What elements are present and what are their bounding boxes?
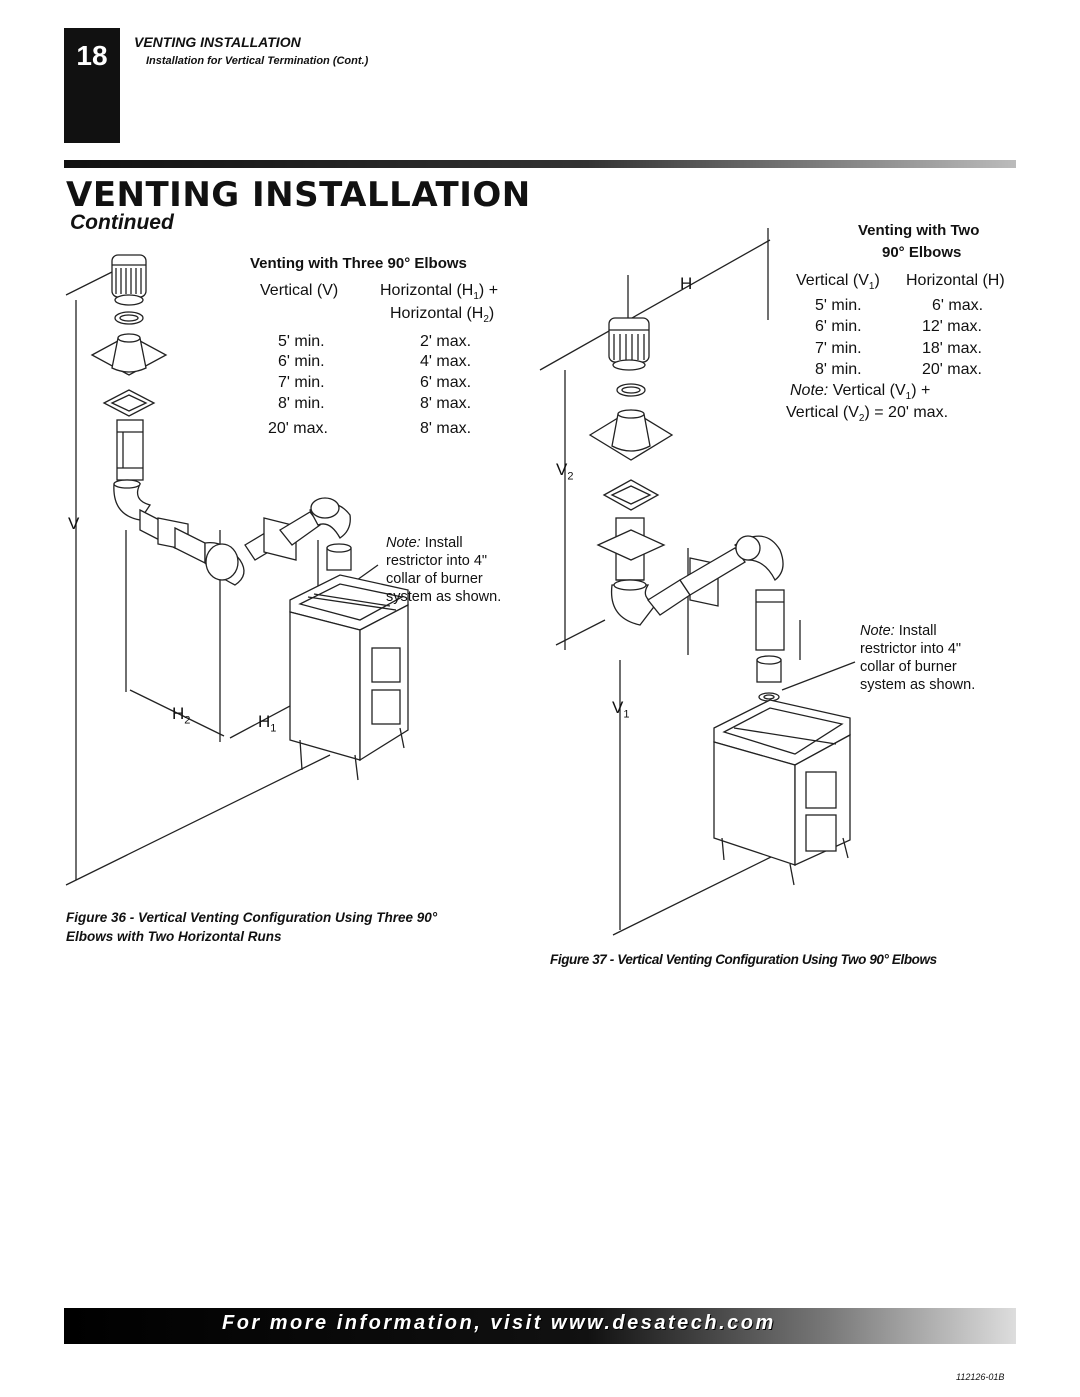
fig37-vertical-pipe: [596, 517, 666, 581]
header-rule: [64, 160, 1016, 168]
fig37-storm-collar: [616, 383, 646, 397]
fig37-elbow-2: [734, 535, 784, 581]
fig37-cell: 12' max.: [922, 318, 982, 335]
fig36-caption-line-2: Elbows with Two Horizontal Runs: [66, 929, 282, 944]
fig37-stove: [713, 699, 851, 886]
fig37-col-horizontal: Horizontal (H): [906, 272, 1005, 289]
fig36-firestop: [102, 389, 156, 417]
fig36-cell: 20' max.: [268, 420, 328, 437]
fig36-cell: 8' min.: [278, 395, 325, 412]
fig37-cell: 8' min.: [815, 361, 862, 378]
fig36-label-h1: H1: [258, 712, 277, 735]
fig36-col-vertical: Vertical (V): [260, 282, 339, 299]
page-title: VENTING INSTALLATION: [66, 175, 531, 215]
fig37-label-v2: V2: [556, 460, 574, 483]
fig36-col-horizontal-2: Horizontal (H2): [390, 305, 495, 326]
section-subtitle: Installation for Vertical Termination (C…: [146, 55, 369, 67]
fig36-cell: 6' max.: [420, 374, 472, 391]
fig37-label-v1: V1: [612, 698, 630, 721]
fig37-vertical-pipe-2: [755, 589, 785, 651]
fig37-col-vertical: Vertical (V1): [796, 272, 880, 293]
fig36-horizontal-run-2: [244, 511, 321, 561]
fig37-cell: 6' min.: [815, 318, 862, 335]
fig37-roof-flashing: [588, 409, 674, 461]
fig37-cell: 7' min.: [815, 340, 862, 357]
fig37-cell: 20' max.: [922, 361, 982, 378]
fig36-table-title: Venting with Three 90° Elbows: [250, 255, 467, 272]
page-number-box: [64, 28, 120, 143]
fig37-table-note-2: Vertical (V2) = 20' max.: [786, 404, 949, 425]
fig37-cell: 18' max.: [922, 340, 982, 357]
fig37-caption: Figure 37 - Vertical Venting Configurati…: [550, 952, 937, 967]
fig37-note: Note: Install restrictor into 4" collar …: [860, 623, 976, 693]
fig37-cell: 6' max.: [932, 297, 984, 314]
page-subtitle: Continued: [70, 211, 174, 234]
fig36-cell: 4' max.: [420, 353, 472, 370]
fig36-label-v: V: [68, 514, 80, 533]
fig36-horizontal-run-1: [139, 508, 206, 565]
fig36-cell: 5' min.: [278, 333, 325, 350]
fig36-note: Note: Install restrictor into 4" collar …: [386, 535, 502, 605]
fig36-elbow-3: [309, 497, 351, 539]
fig37-firestop: [602, 479, 660, 511]
fig36-cell: 8' max.: [420, 420, 472, 437]
fig36-roof-flashing: [90, 333, 168, 376]
fig36-vertical-pipe: [116, 419, 144, 481]
fig37-table-title-2: 90° Elbows: [882, 244, 962, 261]
fig36-label-h2: H2: [172, 704, 191, 727]
fig37-dimension-lines: [539, 228, 801, 936]
fig36-vent-cap: [111, 254, 147, 306]
fig37-cell: 5' min.: [815, 297, 862, 314]
footer-bar: [64, 1308, 1016, 1344]
section-title: VENTING INSTALLATION: [134, 34, 301, 50]
fig37-table-title-1: Venting with Two: [858, 222, 980, 239]
fig37-restrictor-collar: [756, 655, 856, 740]
fig37-vent-cap: [608, 317, 650, 371]
fig36-cell: 8' max.: [420, 395, 472, 412]
document-id: 112126-01B: [956, 1372, 1005, 1382]
fig36-col-horizontal-1: Horizontal (H1) +: [380, 282, 499, 303]
fig36-stove: [289, 574, 409, 781]
fig36-caption-line-1: Figure 36 - Vertical Venting Configurati…: [66, 910, 438, 925]
fig36-storm-collar: [114, 311, 144, 325]
fig36-cell: 2' max.: [420, 333, 472, 350]
fig36-cell: 6' min.: [278, 353, 325, 370]
fig37-label-h: H: [680, 274, 693, 293]
fig36-restrictor-collar: [326, 543, 379, 622]
footer-link[interactable]: For more information, visit www.desatech…: [222, 1312, 776, 1334]
page-number: 18: [76, 40, 108, 71]
fig37-table-note-1: Note: Vertical (V1) +: [790, 382, 931, 403]
fig36-cell: 7' min.: [278, 374, 325, 391]
fig37-horizontal-run: [647, 547, 746, 616]
fig36-elbow-2: [204, 541, 245, 586]
